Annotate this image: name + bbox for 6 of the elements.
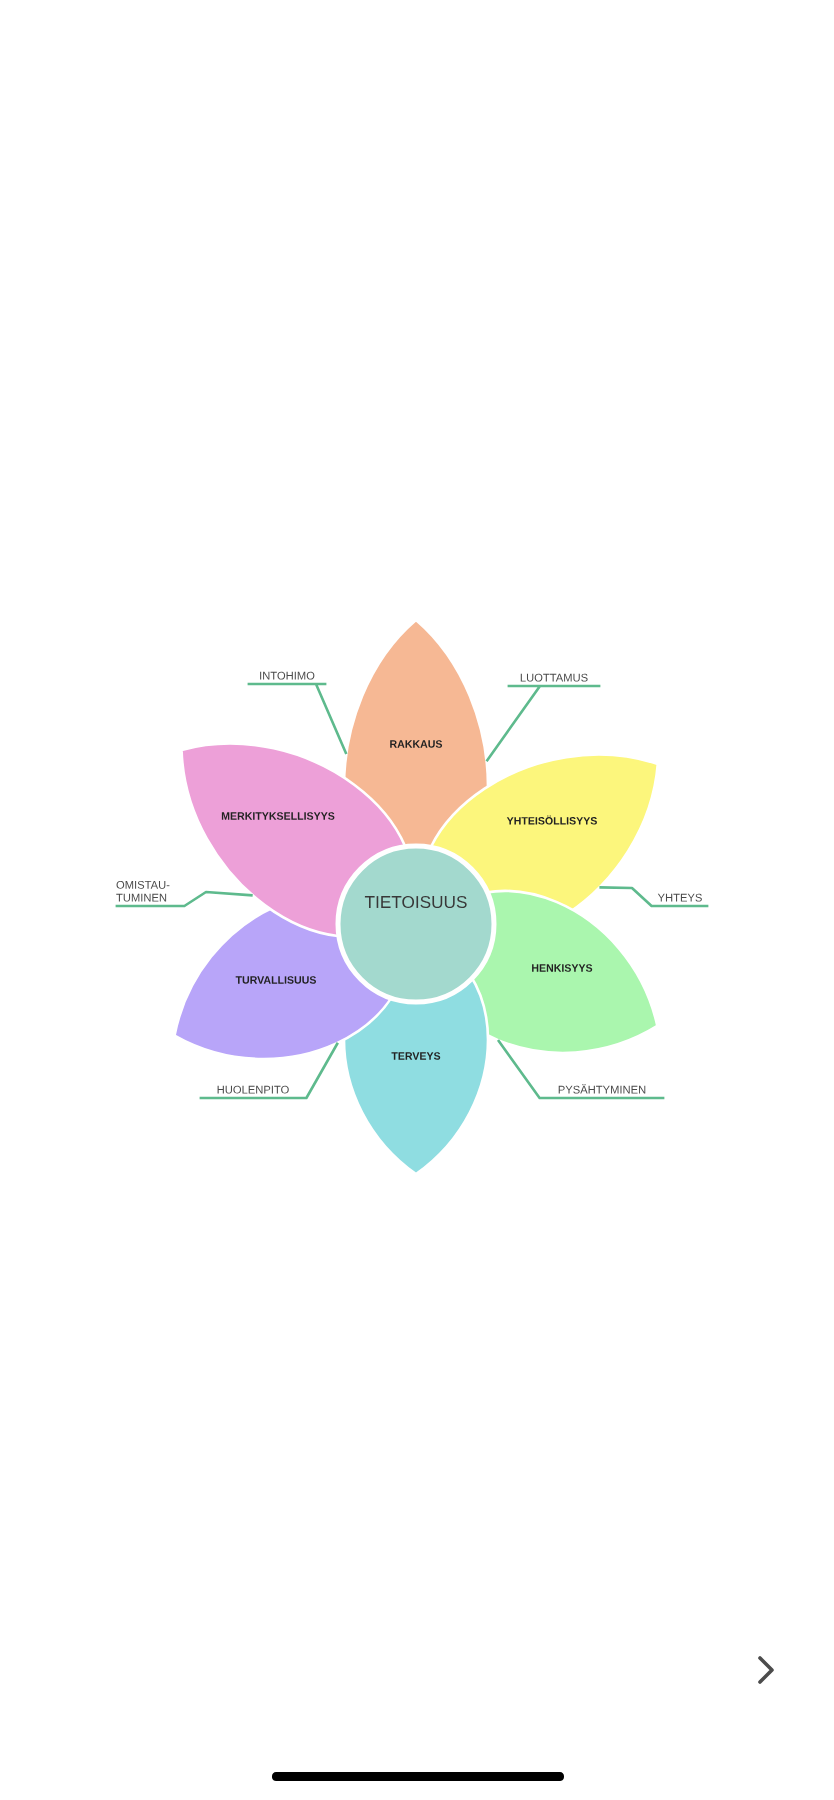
leader-line — [115, 890, 253, 908]
leader-line — [485, 684, 602, 763]
leader-line — [599, 886, 709, 908]
leader-line — [496, 1039, 665, 1100]
leader-line — [246, 682, 348, 756]
leader-line — [199, 1042, 339, 1100]
